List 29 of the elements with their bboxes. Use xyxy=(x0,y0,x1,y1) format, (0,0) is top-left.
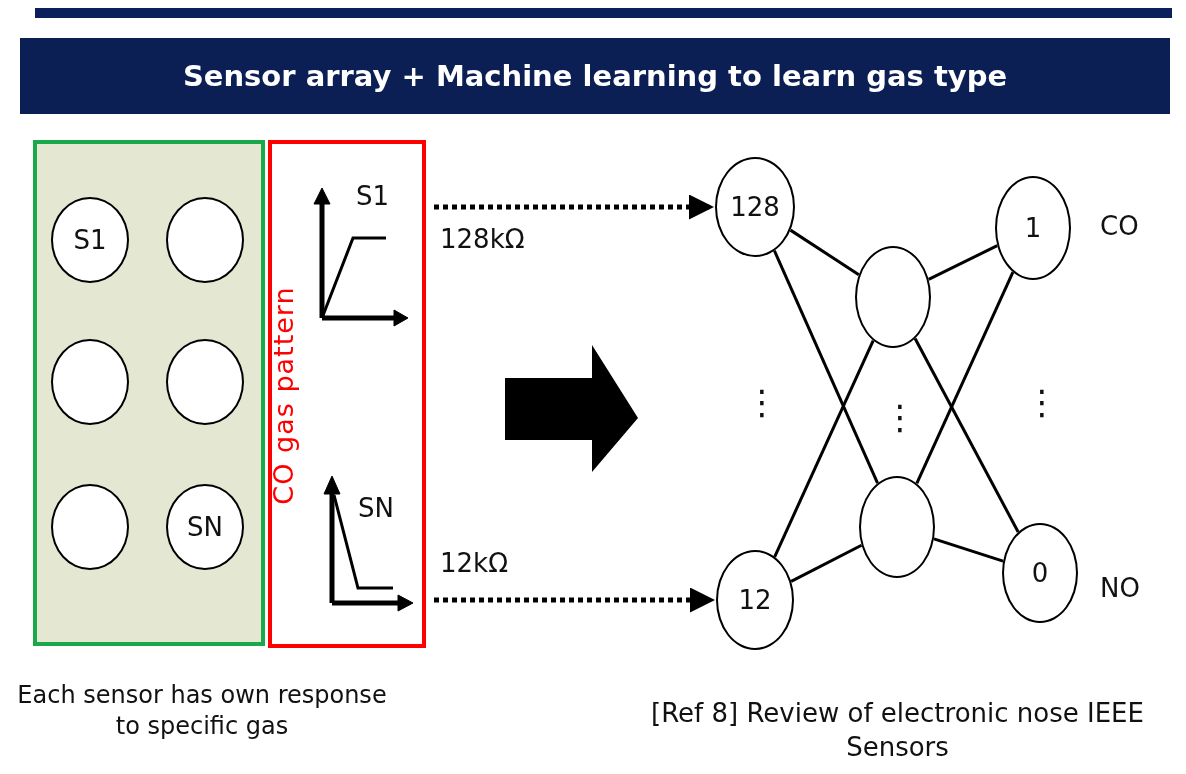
caption-text: Each sensor has own response to specific gas xyxy=(16,680,388,743)
connection-line xyxy=(773,339,875,558)
title-banner: Sensor array + Machine learning to learn gas type xyxy=(20,38,1170,114)
node-label: 12 xyxy=(738,585,772,615)
dotted-arrow xyxy=(434,587,715,613)
graph-label: SN xyxy=(358,492,394,525)
sensor-array-panel xyxy=(33,140,265,646)
node-label: SN xyxy=(187,512,223,542)
dotted-arrow xyxy=(434,194,714,220)
ellipsis-mark: ⋮ xyxy=(883,396,917,439)
pattern-panel xyxy=(268,140,426,648)
class-label: CO xyxy=(1100,210,1139,243)
node-label: 1 xyxy=(1024,213,1042,243)
connection-line xyxy=(913,337,1020,533)
connection-line xyxy=(773,250,879,484)
connection-line xyxy=(789,228,860,276)
ellipsis-mark: ⋮ xyxy=(1025,381,1059,424)
node-label: 0 xyxy=(1031,558,1049,588)
connection-line xyxy=(915,271,1015,485)
ellipsis-mark: ⋮ xyxy=(745,381,779,424)
node-label: S1 xyxy=(73,225,107,255)
graph-label: S1 xyxy=(356,180,390,213)
connection-line xyxy=(790,543,863,583)
connection-line xyxy=(928,244,998,281)
vertical-label: CO gas pattern xyxy=(267,285,299,507)
node-label: 128 xyxy=(730,192,780,222)
class-label: NO xyxy=(1100,572,1140,605)
connection-line xyxy=(933,537,1004,563)
reference-caption: [Ref 8] Review of electronic nose IEEE Sensors xyxy=(650,697,1145,764)
